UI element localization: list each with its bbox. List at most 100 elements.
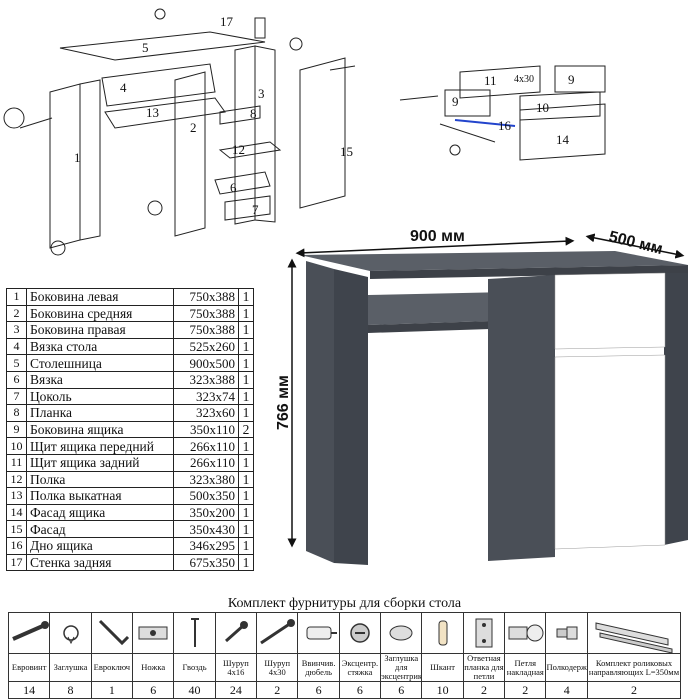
part-qty: 1: [238, 354, 254, 372]
hardware-qty: 6: [297, 681, 340, 699]
part-size: 266x110: [173, 453, 239, 472]
hardware-qty: 1: [90, 681, 134, 699]
wood-dowel-icon: [438, 620, 448, 646]
part-size: 750x388: [173, 288, 239, 306]
hardware-qty: 2: [504, 681, 547, 699]
hardware-icon-cell: [173, 612, 216, 654]
label-part-12: 12: [232, 142, 245, 157]
label-part-8: 8: [250, 106, 257, 121]
label-screw-4x30: 4x30: [514, 74, 534, 85]
hardware-icon-cell: [49, 612, 92, 654]
part-number: 13: [6, 487, 27, 505]
part-number: 16: [6, 536, 27, 555]
cam-cap-icon: [389, 625, 413, 641]
part-qty: 1: [238, 453, 254, 472]
part-size: 323x388: [173, 370, 239, 389]
part-qty: 1: [238, 321, 254, 339]
part-qty: 1: [238, 304, 254, 323]
hardware-qty: 40: [173, 681, 216, 699]
label-part-2: 2: [190, 120, 197, 135]
width-dimension-line: [295, 236, 575, 258]
part-size: 350x200: [173, 503, 239, 522]
hardware-icon-cell: [504, 612, 547, 654]
part-size: 323x60: [173, 404, 239, 422]
part-name: Столешница: [26, 354, 174, 372]
part-size: 900x500: [173, 354, 239, 372]
part-qty: 1: [238, 370, 254, 389]
label-drawer-14: 14: [556, 132, 570, 147]
hardware-qty: 2: [256, 681, 299, 699]
part-number: 9: [6, 420, 27, 439]
part-size: 750x388: [173, 321, 239, 339]
hardware-name: Полкодержатель: [545, 653, 588, 682]
part-qty: 1: [238, 487, 254, 505]
exploded-view-desk: [3, 8, 356, 256]
hinge-icon: [508, 624, 544, 642]
part-qty: 1: [238, 404, 254, 422]
part-qty: 2: [238, 420, 254, 439]
label-drawer-11: 11: [484, 73, 497, 88]
part-qty: 1: [238, 337, 254, 356]
hardware-name: Ответная планка для петли: [462, 653, 506, 682]
desk-left-front: [334, 269, 368, 565]
hardware-qty: 6: [380, 681, 423, 699]
hardware-name: Комплект роликовых направляющих L=350мм: [587, 653, 681, 682]
hardware-icon-cell: [7, 612, 51, 654]
label-drawer-9b: 9: [452, 94, 459, 109]
hinge-plate-icon: [475, 618, 493, 648]
label-part-4: 4: [120, 80, 127, 95]
hardware-icon-cell: [132, 612, 175, 654]
hardware-qty: 4: [545, 681, 588, 699]
part-number: 17: [6, 553, 27, 572]
hardware-name: Шуруп 4x16: [214, 653, 258, 682]
label-part-1: 1: [74, 150, 81, 165]
part-number: 5: [6, 354, 27, 372]
hardware-qty: 10: [421, 681, 464, 699]
part-number: 8: [6, 404, 27, 422]
part-qty: 1: [238, 288, 254, 306]
part-name: Щит ящика передний: [26, 437, 174, 455]
part-name: Фасад ящика: [26, 503, 174, 522]
hardware-icon-cell: [380, 612, 423, 654]
hardware-icon-cell: [90, 612, 134, 654]
part-name: Цоколь: [26, 387, 174, 406]
hardware-icon-cell: [297, 612, 340, 654]
part-qty: 1: [238, 503, 254, 522]
part-size: 323x380: [173, 470, 239, 489]
part-number: 11: [6, 453, 27, 472]
part-name: Боковина ящика: [26, 420, 174, 439]
width-dimension-label: 900 мм: [410, 228, 465, 245]
label-part-13: 13: [146, 105, 159, 120]
hardware-name: Заглушка для эксцентрика: [380, 653, 423, 682]
label-drawer-9a: 9: [568, 72, 575, 87]
hardware-name: Шкант: [421, 653, 464, 682]
screw-icon: [12, 621, 49, 641]
part-name: Боковина правая: [26, 321, 174, 339]
exploded-view-drawer: [399, 65, 606, 161]
part-size: 675x350: [173, 553, 239, 572]
hardware-qty: 24: [214, 681, 258, 699]
label-drawer-16: 16: [498, 118, 512, 133]
desk-door-front: [554, 354, 666, 550]
part-name: Вязка: [26, 370, 174, 389]
part-name: Боковина средняя: [26, 304, 174, 323]
part-name: Дно ящика: [26, 536, 174, 555]
hardware-icon-cell: [421, 612, 464, 654]
part-size: 500x350: [173, 487, 239, 505]
depth-dimension-line: [585, 233, 685, 259]
label-part-15: 15: [340, 144, 353, 159]
part-qty: 1: [238, 536, 254, 555]
hardware-qty: 2: [587, 681, 681, 699]
hardware-name: Ввинчив. дюбель: [297, 653, 340, 682]
